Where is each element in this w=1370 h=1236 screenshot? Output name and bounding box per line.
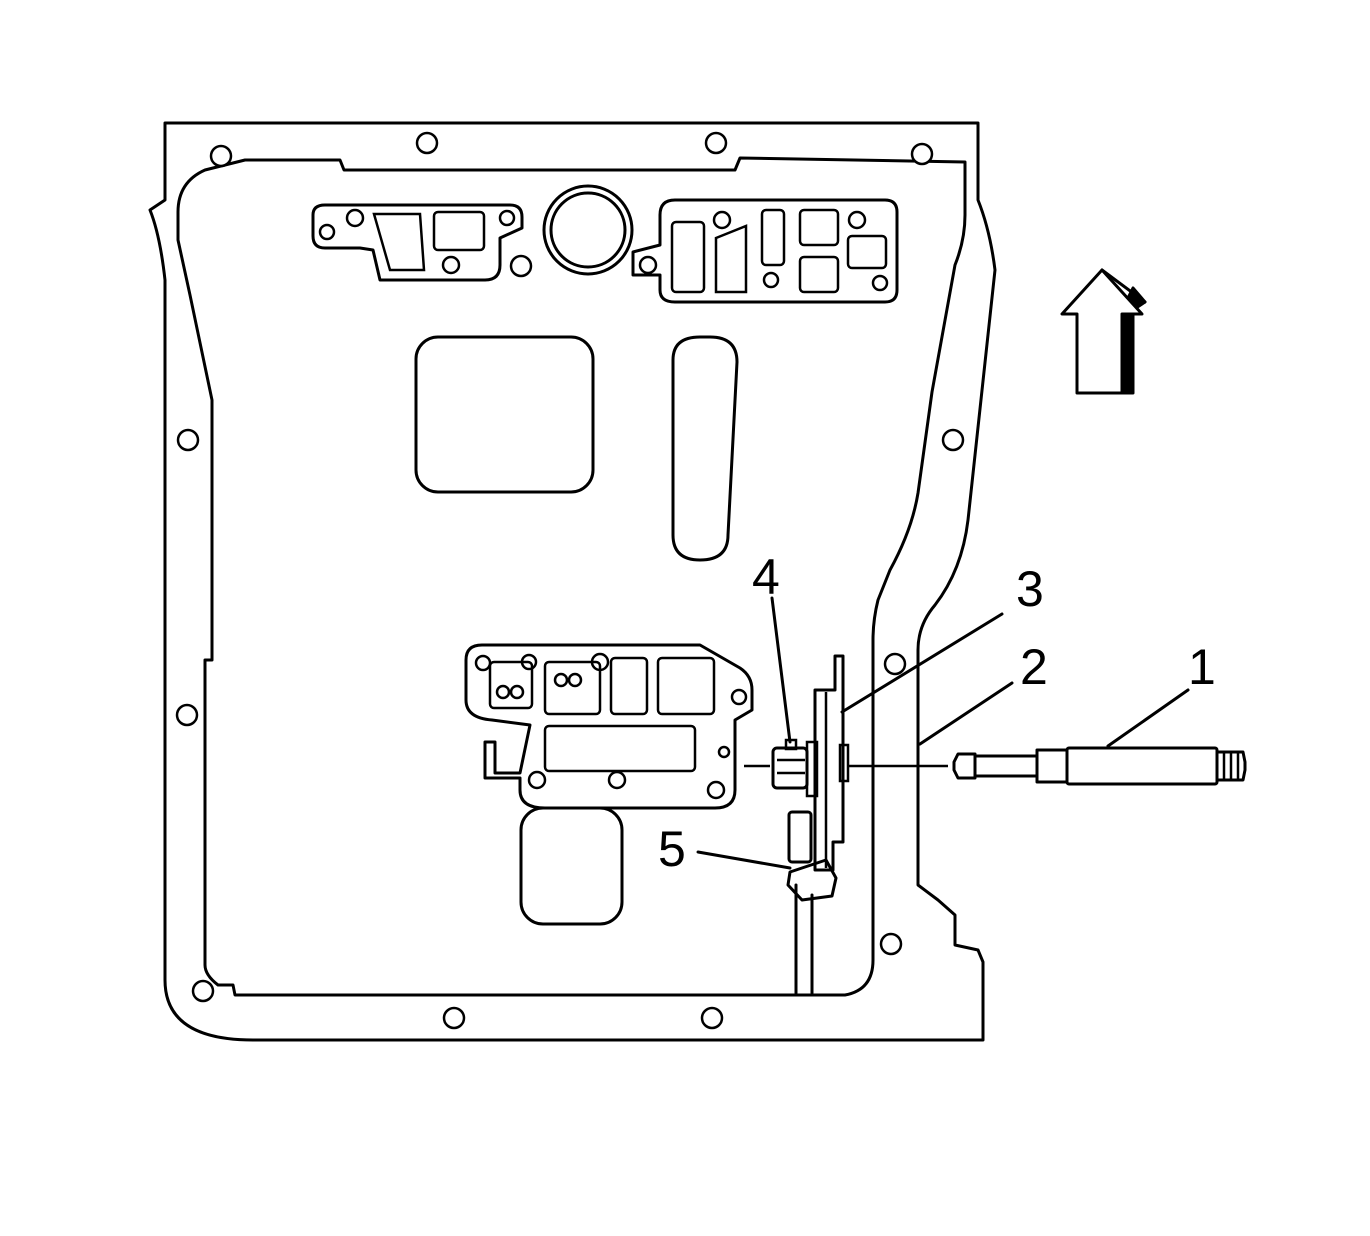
gasket-hole (717, 745, 731, 759)
gasket-hole (527, 770, 547, 790)
pan-outer-outline (148, 121, 997, 1042)
bolt-hole (700, 1006, 724, 1030)
gasket-hole (441, 255, 461, 275)
bolt-body (1065, 746, 1219, 786)
leader-line-4 (770, 596, 792, 744)
gasket-hole (712, 210, 732, 230)
bolt-shank (973, 754, 1039, 778)
gasket-port (488, 660, 534, 710)
filter-seal-inner (549, 191, 627, 269)
solenoid-body (771, 746, 809, 790)
upper-right-gasket (631, 198, 899, 304)
bolt-hole (175, 703, 199, 727)
gasket-port (609, 656, 649, 716)
gasket-port (670, 220, 706, 294)
gasket-port (714, 224, 748, 294)
bolt-hole (883, 652, 907, 676)
connector-block (787, 810, 813, 864)
up-arrow-icon (1060, 268, 1147, 395)
bolt-hole (442, 1006, 466, 1030)
gasket-hole (495, 684, 511, 700)
magnet-pad (414, 335, 595, 494)
gasket-hole (706, 780, 726, 800)
bolt-hole (704, 131, 728, 155)
leader-line-2 (918, 681, 1014, 746)
leader-line-3 (840, 612, 1004, 714)
callout-4: 4 (752, 549, 780, 605)
callout-3: 3 (1016, 561, 1044, 617)
bolt-hole (191, 979, 215, 1003)
gasket-hole (847, 210, 867, 230)
gasket-hole (638, 255, 658, 275)
gasket-port (656, 656, 716, 716)
gasket-hole (871, 274, 889, 292)
pan-inner-outline (176, 156, 967, 997)
gasket-hole (509, 684, 525, 700)
upper-left-gasket (311, 203, 524, 282)
filter-seal-outer (542, 184, 634, 276)
bolt-hole (910, 142, 934, 166)
gasket-port (543, 660, 602, 716)
gasket-hole (509, 254, 533, 278)
bracket-boss (838, 743, 850, 783)
gasket-port (798, 255, 840, 294)
oil-slot (671, 335, 739, 562)
lower-pad (519, 806, 624, 926)
callout-2: 2 (1020, 639, 1048, 695)
callout-5: 5 (658, 821, 686, 877)
bolt-shoulder (1035, 748, 1069, 784)
bolt-tip (952, 752, 977, 780)
gasket-port (760, 208, 786, 267)
leader-line-1 (1106, 688, 1190, 748)
gasket-hole (345, 208, 365, 228)
callout-1: 1 (1188, 639, 1216, 695)
bolt-hole (879, 932, 903, 956)
solenoid-seat (805, 740, 819, 798)
bolt-hole (415, 131, 439, 155)
gasket-port (432, 210, 486, 252)
gasket-port (846, 234, 888, 270)
gasket-hole (474, 654, 492, 672)
gasket-hole (553, 672, 569, 688)
bolt-hole (941, 428, 965, 452)
gasket-hole (498, 209, 516, 227)
gasket-port (798, 208, 840, 247)
gasket-hole (567, 672, 583, 688)
gasket-port (543, 724, 697, 773)
gasket-hole (730, 688, 748, 706)
bolt-thread (1215, 750, 1247, 782)
gasket-port (372, 212, 426, 272)
bolt-hole (176, 428, 200, 452)
gasket-hole (762, 271, 780, 289)
connector-plug (786, 858, 838, 902)
leader-line-5 (696, 850, 792, 870)
bolt-hole (209, 144, 233, 168)
gasket-hole (607, 770, 627, 790)
gasket-hole (318, 223, 336, 241)
lower-gasket (464, 643, 754, 810)
